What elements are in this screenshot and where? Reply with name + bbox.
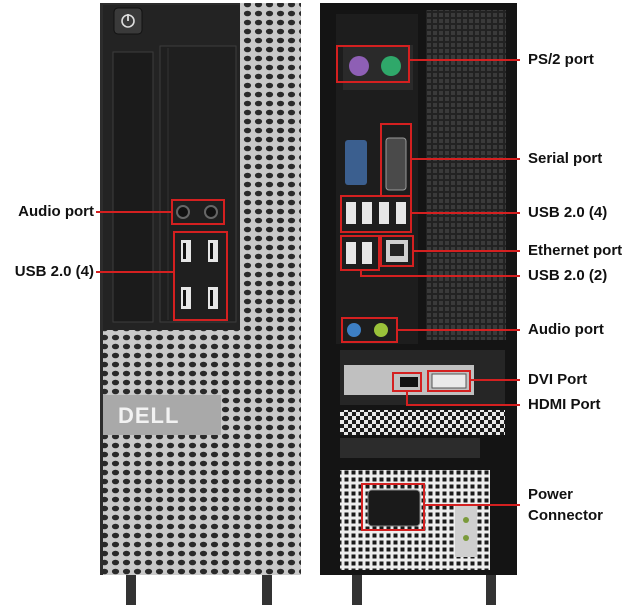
dvi-port-label: DVI Port [528,371,588,388]
serial-port-label: Serial port [528,150,603,167]
front-audio-port-label: Audio port [18,203,94,220]
ps2-port-label: PS/2 port [528,51,594,68]
vga-port [345,140,367,185]
front-headphone-jack [176,205,190,219]
rear-usb2-label: USB 2.0 (2) [528,267,608,284]
ethernet-port-label: Ethernet port [528,242,623,259]
front-mic-jack [204,205,218,219]
rear-audio-port-label: Audio port [528,321,604,338]
rear-usb-ports-4 [346,202,406,224]
rear-line-in-jack [347,323,361,337]
power-connector-label-line1: Power [528,486,574,503]
dvi-port [431,373,467,389]
rear-usb-ports-2 [346,242,372,264]
front-usb-ports [181,240,218,309]
serial-port [385,137,407,191]
front-chassis: DELL [100,3,301,605]
power-connector-label-line2: Connector [528,507,603,524]
front-usb-label: USB 2.0 (4) [14,263,94,280]
hdmi-port [400,377,418,387]
dell-logo: DELL [118,403,179,428]
dell-badge [103,395,221,435]
power-connector [367,489,421,527]
ps2-mouse-port [349,56,369,76]
hdmi-port-label: HDMI Port [528,396,601,413]
rear-chassis [320,3,517,605]
rear-usb4-label: USB 2.0 (4) [528,204,608,221]
rear-line-out-jack [374,323,388,337]
ps2-keyboard-port [381,56,401,76]
optical-drive-bay [112,51,154,323]
